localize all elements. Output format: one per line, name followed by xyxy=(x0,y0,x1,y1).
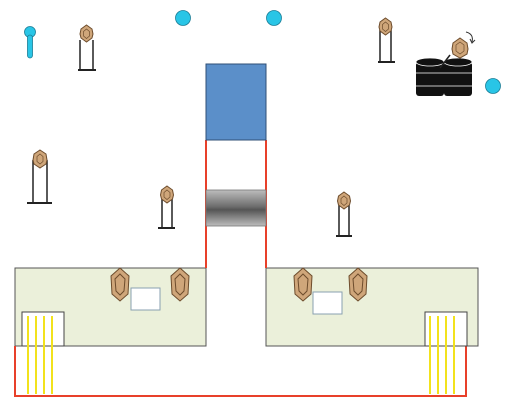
swinger-target-icon xyxy=(439,31,476,69)
paper-target-stand-5 xyxy=(336,191,352,237)
table-right xyxy=(312,291,343,315)
paper-target-on-stand-icon xyxy=(378,17,393,36)
paper-target-on-stand-icon xyxy=(79,24,94,43)
start-box-left xyxy=(21,311,65,394)
start-box-right xyxy=(424,311,468,394)
table-left xyxy=(130,287,161,311)
no-shoot-disc-icon xyxy=(175,10,191,26)
no-shoot-paddle-icon xyxy=(24,26,36,59)
paper-target-stand-1 xyxy=(78,24,96,71)
paper-target-stand-4 xyxy=(158,185,175,229)
paper-target-stand-3 xyxy=(27,149,52,204)
paper-target-on-stand-icon xyxy=(159,185,175,204)
fault-line-bottom xyxy=(14,346,467,397)
steel-popper-icon xyxy=(348,267,368,302)
steel-popper-icon xyxy=(170,267,190,302)
barrel-stack-icon xyxy=(415,57,473,96)
paper-target-on-stand-icon xyxy=(32,149,48,169)
steel-popper-icon xyxy=(110,267,130,302)
no-shoot-disc-icon xyxy=(266,10,282,26)
shooting-port xyxy=(205,189,267,227)
steel-popper-icon xyxy=(293,267,313,302)
steel-poppers xyxy=(110,267,368,302)
barricade-wall xyxy=(205,63,267,141)
no-shoot-disc-icon xyxy=(485,78,501,94)
paper-target-on-stand-icon xyxy=(336,191,352,210)
paper-target-stand-2 xyxy=(378,17,395,63)
